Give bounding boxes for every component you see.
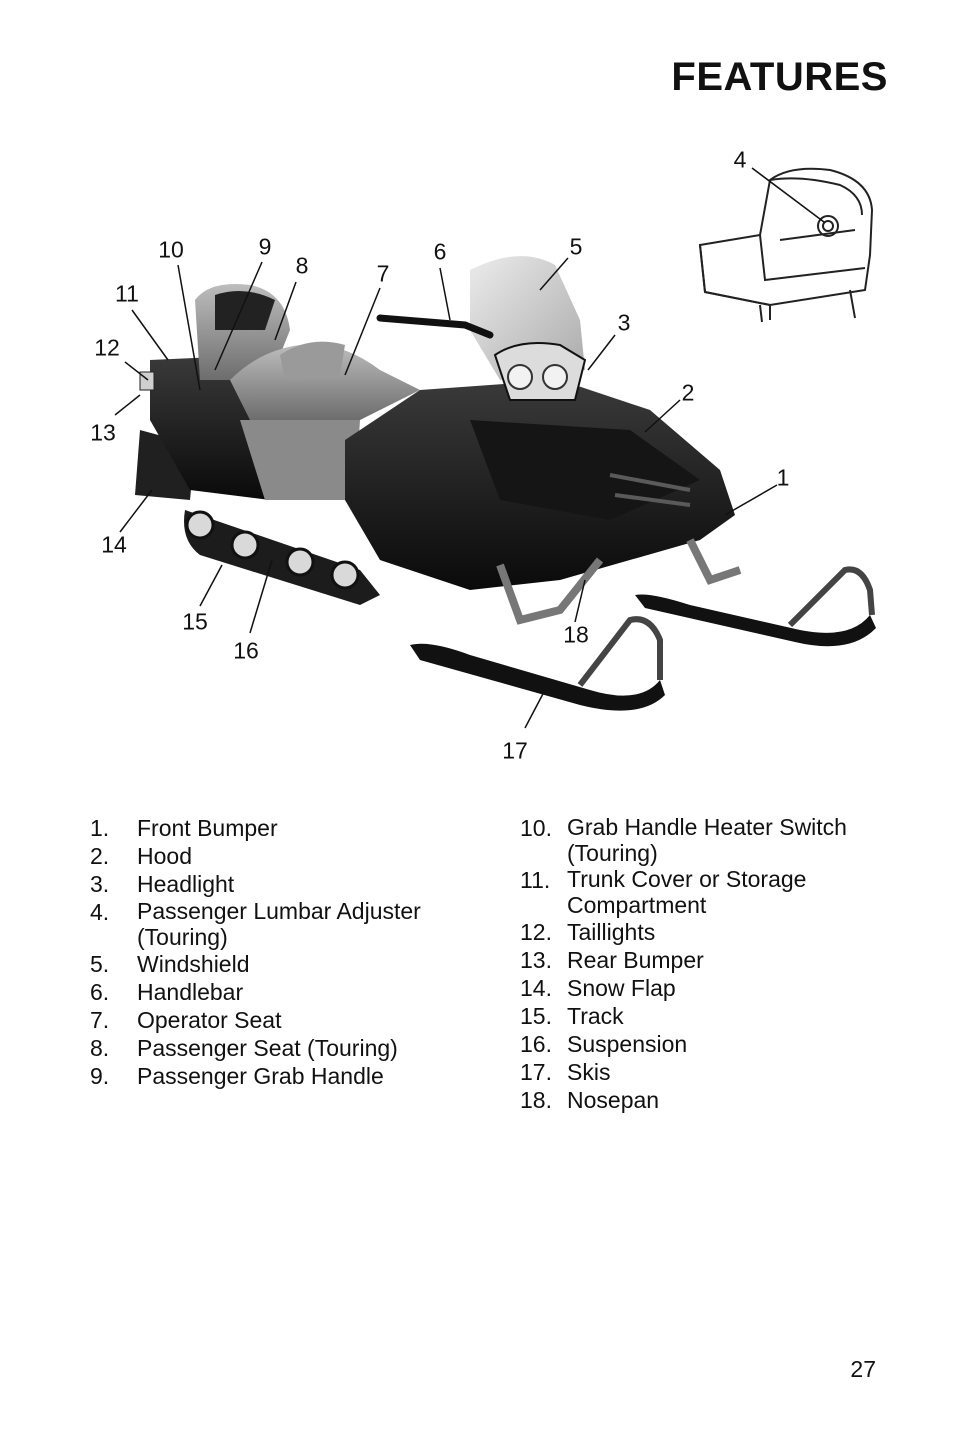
callout-7: 7: [376, 260, 390, 287]
callout-18: 18: [563, 621, 589, 648]
callout-1: 1: [776, 464, 790, 491]
callout-9: 9: [258, 233, 272, 260]
list-item: 17.Skis: [520, 1059, 611, 1085]
callout-10: 10: [158, 236, 184, 263]
callout-12: 12: [94, 334, 120, 361]
list-item: 14.Snow Flap: [520, 975, 676, 1001]
list-item: 8.Passenger Seat (Touring): [90, 1035, 398, 1061]
list-item: 9.Passenger Grab Handle: [90, 1063, 384, 1089]
list-item: 18.Nosepan: [520, 1087, 660, 1113]
callout-13: 13: [90, 419, 116, 446]
callout-3: 3: [617, 309, 631, 336]
page-number: 27: [850, 1356, 876, 1382]
list-item: 5.Windshield: [90, 951, 250, 977]
list-item: 2.Hood: [90, 843, 192, 869]
callout-2: 2: [681, 379, 695, 406]
callout-15: 15: [182, 608, 208, 635]
callout-17: 17: [502, 737, 528, 764]
callout-14: 14: [101, 531, 127, 558]
callout-11: 11: [115, 280, 139, 307]
inset-passenger-seat: [698, 167, 874, 323]
list-item: 3.Headlight: [90, 871, 235, 897]
callout-4: 4: [733, 146, 747, 173]
features-list-left: 1.Front Bumper 2.Hood 3.Headlight 4.Pass…: [90, 814, 490, 1090]
list-item: 6.Handlebar: [90, 979, 244, 1005]
snowmobile-illustration: [114, 167, 876, 729]
list-item: 15.Track: [520, 1003, 624, 1029]
list-item: 16.Suspension: [520, 1031, 688, 1057]
callout-6: 6: [433, 238, 447, 265]
list-item: 10.Grab Handle Heater Switch (Touring): [520, 814, 847, 866]
list-item: 13.Rear Bumper: [520, 947, 704, 973]
callout-5: 5: [569, 233, 583, 260]
page-title: FEATURES: [671, 55, 888, 99]
callout-16: 16: [233, 637, 259, 664]
callout-8: 8: [295, 252, 309, 279]
snowmobile-body: [135, 256, 876, 711]
list-item: 12.Taillights: [520, 919, 656, 945]
list-item: 4.Passenger Lumbar Adjuster (Touring): [90, 898, 421, 950]
features-list-right: 10.Grab Handle Heater Switch (Touring) 1…: [520, 814, 920, 1114]
list-item: 1.Front Bumper: [90, 815, 278, 841]
list-item: 11.Trunk Cover or Storage Compartment: [520, 866, 807, 918]
list-item: 7.Operator Seat: [90, 1007, 282, 1033]
callout-leader-lines: [114, 167, 825, 729]
